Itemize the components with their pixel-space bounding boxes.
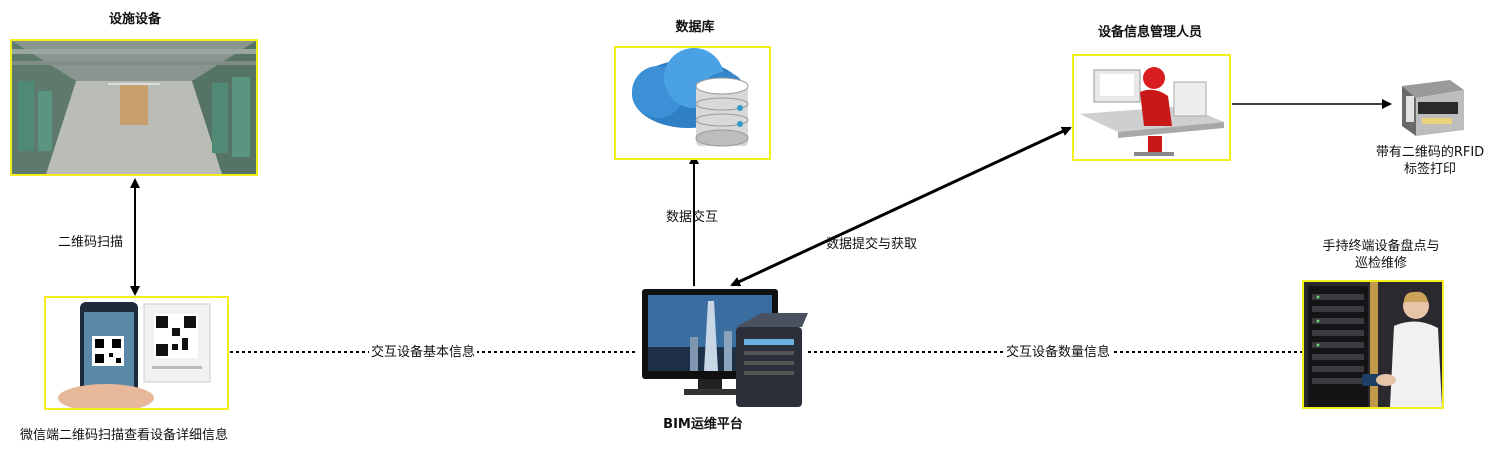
monitor-and-server-icon bbox=[642, 289, 808, 407]
wechat-image bbox=[44, 296, 229, 410]
edge-submit-fetch bbox=[730, 126, 1072, 287]
person-at-computer-icon bbox=[1080, 67, 1224, 156]
printer-caption-line1: 带有二维码的RFID bbox=[1375, 145, 1485, 160]
facility-image bbox=[10, 39, 258, 176]
database-title: 数据库 bbox=[675, 20, 715, 35]
cloud-database-icon bbox=[632, 48, 749, 147]
mechanical-room-photo bbox=[12, 41, 256, 174]
technician-server-rack-photo bbox=[1304, 282, 1442, 407]
handheld-caption-line2: 巡检维修 bbox=[1354, 256, 1407, 271]
label-printer-icon bbox=[1402, 80, 1464, 136]
manager-image bbox=[1072, 54, 1231, 161]
handheld-image bbox=[1302, 280, 1444, 409]
platform-image bbox=[640, 287, 810, 407]
wechat-caption: 微信端二维码扫描查看设备详细信息 bbox=[20, 428, 229, 443]
edge-label-qr-scan: 二维码扫描 bbox=[58, 235, 124, 250]
manager-title: 设备信息管理人员 bbox=[1097, 25, 1202, 40]
facility-title: 设施设备 bbox=[108, 12, 161, 27]
edge-label-submit-fetch: 数据提交与获取 bbox=[826, 237, 918, 252]
handheld-caption-line1: 手持终端设备盘点与 bbox=[1322, 239, 1440, 254]
printer-image bbox=[1396, 72, 1468, 140]
phone-qr-scan-photo bbox=[46, 298, 227, 408]
platform-title: BIM运维平台 bbox=[663, 417, 743, 432]
database-image bbox=[614, 46, 771, 160]
edge-label-basic-info: 交互设备基本信息 bbox=[369, 344, 478, 361]
edge-label-data-exchange: 数据交互 bbox=[666, 210, 719, 225]
printer-caption-line2: 标签打印 bbox=[1403, 162, 1456, 177]
edge-label-quantity-info: 交互设备数量信息 bbox=[1004, 344, 1113, 361]
